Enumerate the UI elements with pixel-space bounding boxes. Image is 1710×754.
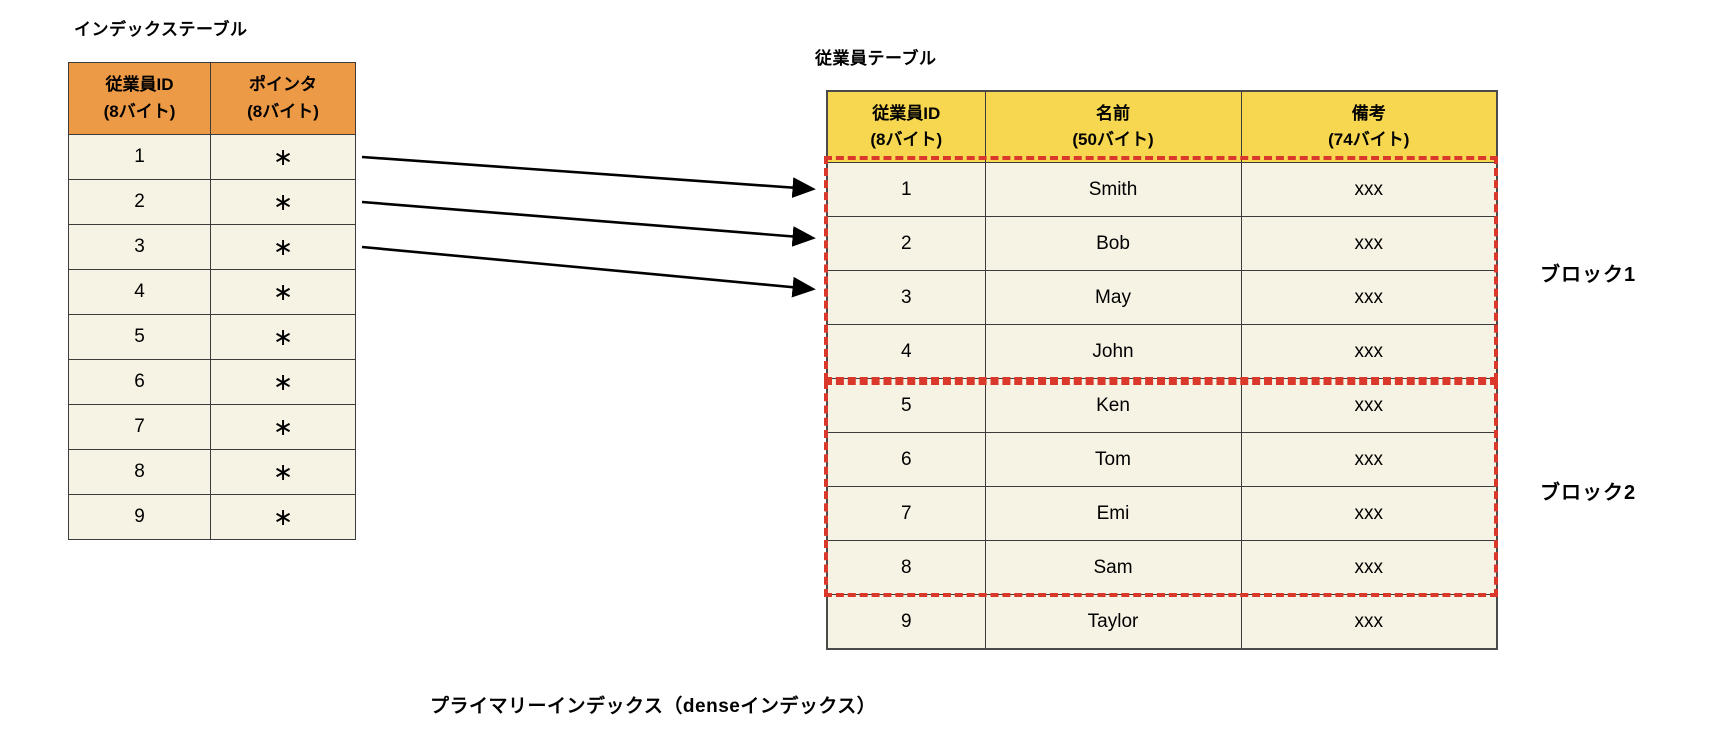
emp-name-cell: Tom: [984, 432, 1242, 487]
emp-id-cell: 4: [826, 324, 986, 379]
table-row: 8∗: [68, 449, 356, 495]
emp-id-cell: 6: [826, 432, 986, 487]
idx-pointer-cell: ∗: [210, 269, 356, 315]
arrow-index1-to-smith: [361, 155, 816, 198]
header-size: (50バイト): [1072, 130, 1154, 149]
table-row: 7∗: [68, 404, 356, 450]
index-header-row: 従業員ID (8バイト) ポインタ (8バイト): [68, 62, 356, 135]
emp-name-cell: Smith: [984, 162, 1242, 217]
block1-label: ブロック1: [1540, 264, 1637, 286]
idx-pointer-cell: ∗: [210, 404, 356, 450]
table-row: 5∗: [68, 314, 356, 360]
idx-id-cell: 9: [68, 494, 211, 540]
table-row: 2∗: [68, 179, 356, 225]
emp-note-cell: xxx: [1240, 324, 1498, 379]
header-size: (8バイト): [103, 101, 176, 121]
emp-id-cell: 3: [826, 270, 986, 325]
idx-id-cell: 3: [68, 224, 211, 270]
idx-pointer-cell: ∗: [210, 224, 356, 270]
header-label: 従業員ID: [105, 75, 174, 95]
header-size: (8バイト): [870, 130, 943, 149]
emp-note-cell: xxx: [1240, 432, 1498, 487]
table-row: 9∗: [68, 494, 356, 540]
arrow-index2-to-bob: [361, 200, 816, 247]
header-size: (8バイト): [247, 101, 319, 121]
index-table: 従業員ID (8バイト) ポインタ (8バイト) 1∗ 2∗ 3∗ 4∗ 5∗ …: [68, 62, 356, 540]
emp-name-cell: Bob: [984, 216, 1242, 271]
header-label: 従業員ID: [872, 103, 941, 123]
idx-pointer-cell: ∗: [210, 134, 356, 180]
header-label: 名前: [1096, 103, 1130, 123]
emp-note-cell: xxx: [1240, 540, 1498, 595]
index-col-header-id: 従業員ID (8バイト): [68, 62, 211, 135]
employee-col-header-id: 従業員ID (8バイト): [826, 90, 986, 163]
emp-name-cell: John: [984, 324, 1242, 379]
emp-id-cell: 1: [826, 162, 986, 217]
arrow-index3-to-may: [361, 245, 816, 298]
header-label: 備考: [1351, 103, 1386, 123]
emp-name-cell: Taylor: [984, 594, 1242, 650]
employee-header-row: 従業員ID (8バイト) 名前 (50バイト) 備考 (74バイト): [826, 90, 1498, 163]
index-col-header-pointer: ポインタ (8バイト): [210, 62, 356, 135]
idx-id-cell: 6: [68, 359, 211, 405]
emp-name-cell: May: [984, 270, 1242, 325]
emp-note-cell: xxx: [1240, 594, 1498, 650]
emp-note-cell: xxx: [1240, 486, 1498, 541]
emp-id-cell: 2: [826, 216, 986, 271]
idx-id-cell: 1: [68, 134, 211, 180]
employee-col-header-note: 備考 (74バイト): [1240, 90, 1498, 163]
idx-id-cell: 2: [68, 179, 211, 225]
header-label: ポインタ: [249, 75, 317, 95]
idx-pointer-cell: ∗: [210, 449, 356, 495]
index-table-title: インデックステーブル: [74, 20, 248, 39]
employee-col-header-name: 名前 (50バイト): [984, 90, 1242, 163]
idx-id-cell: 8: [68, 449, 211, 495]
table-row: 4∗: [68, 269, 356, 315]
employee-table-title: 従業員テーブル: [815, 49, 937, 68]
diagram-caption: プライマリーインデックス（denseインデックス）: [430, 696, 877, 717]
emp-note-cell: xxx: [1240, 162, 1498, 217]
table-row: 1∗: [68, 134, 356, 180]
idx-pointer-cell: ∗: [210, 314, 356, 360]
header-size: (74バイト): [1328, 130, 1410, 149]
idx-pointer-cell: ∗: [210, 179, 356, 225]
emp-id-cell: 5: [826, 378, 986, 433]
table-row: 3∗: [68, 224, 356, 270]
idx-id-cell: 4: [68, 269, 211, 315]
idx-pointer-cell: ∗: [210, 494, 356, 540]
block2-label: ブロック2: [1540, 482, 1637, 504]
idx-id-cell: 7: [68, 404, 211, 450]
emp-note-cell: xxx: [1240, 216, 1498, 271]
